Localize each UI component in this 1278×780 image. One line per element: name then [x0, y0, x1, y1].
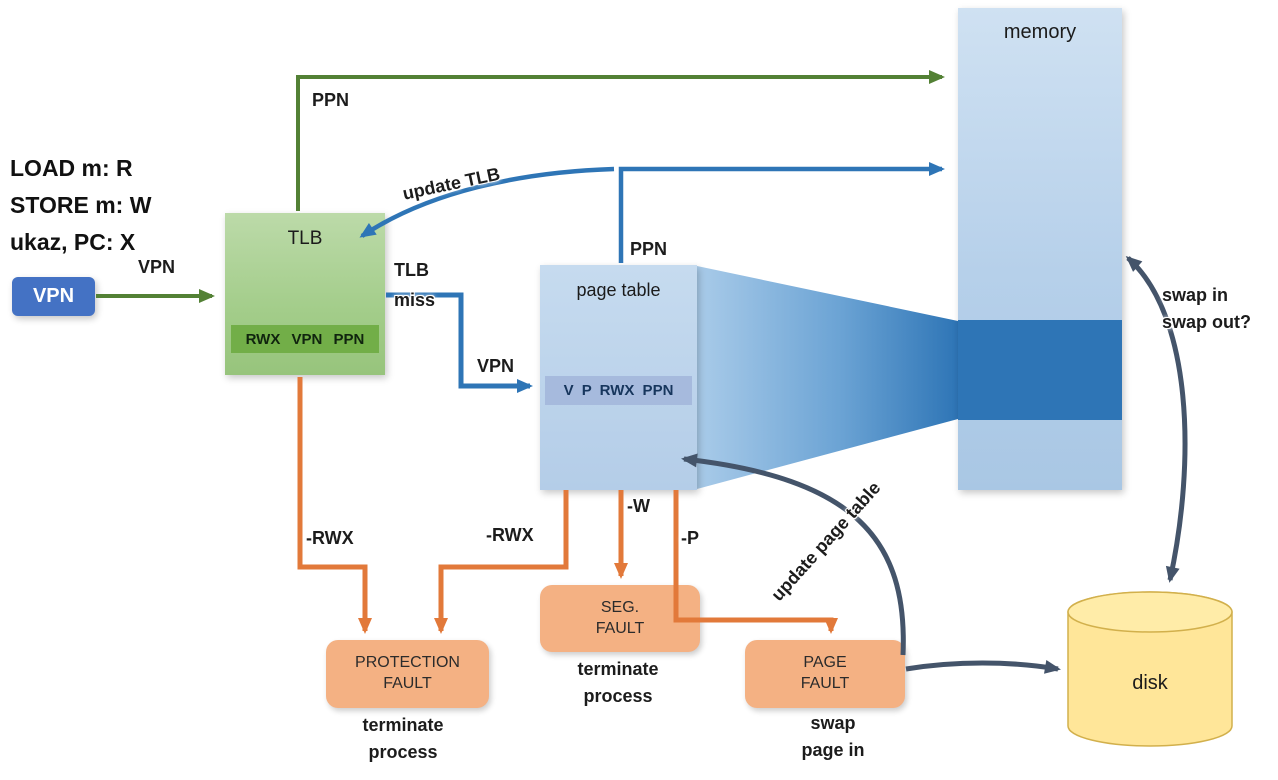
legend-text: LOAD m: R STORE m: W ukaz, PC: X: [10, 155, 152, 255]
page-fault-action: swap page in: [801, 713, 865, 760]
label-no-p: -P: [681, 528, 699, 548]
label-tlb-miss: TLB miss: [394, 260, 436, 310]
memory-frame-band: [958, 320, 1122, 420]
label-update-tlb: update TLB: [400, 163, 502, 204]
label-no-rwx-from-tlb: -RWX: [306, 528, 354, 548]
tlb-label: TLB: [287, 228, 323, 249]
arrow-tlb-ppn-to-memory: [296, 70, 945, 211]
memory-label: memory: [1003, 21, 1077, 43]
page-table-entry-row: V P RWX PPN: [545, 376, 692, 405]
page-table-label: page table: [576, 280, 661, 300]
disk-cylinder-top: [1067, 591, 1233, 633]
arrow-tlb-rwx-to-protection-fault: [297, 377, 372, 634]
arrow-pt-ppn-to-memory: [618, 162, 945, 263]
label-vpn-to-tlb: VPN: [138, 257, 176, 277]
seg-fault-box: SEG. FAULT: [540, 585, 700, 652]
protection-fault-box: PROTECTION FAULT: [326, 640, 489, 708]
label-pt-hit-ppn: PPN: [630, 239, 668, 259]
disk-cylinder-body: [1067, 591, 1233, 747]
vpn-box: VPN: [12, 277, 95, 316]
label-vpn-to-page-table: VPN: [477, 356, 515, 376]
arrow-page-fault-to-disk: [905, 659, 1061, 674]
label-update-page-table: update page table: [767, 477, 885, 605]
page-table-to-memory-funnel: [697, 266, 958, 489]
label-no-w: -W: [627, 496, 650, 516]
disk-label: disk: [1132, 672, 1168, 694]
label-swap-in-out: swap in swap out?: [1162, 285, 1251, 332]
protection-fault-action: terminate process: [362, 715, 444, 762]
tlb-box: TLB RWX VPN PPN: [225, 213, 385, 375]
label-no-rwx-from-pt: -RWX: [486, 525, 534, 545]
page-table-box: page table V P RWX PPN: [540, 265, 697, 490]
page-fault-box: PAGE FAULT: [745, 640, 905, 708]
label-tlb-hit-ppn: PPN: [312, 90, 350, 110]
tlb-entry-row: RWX VPN PPN: [231, 325, 379, 353]
memory-box: memory: [958, 8, 1122, 490]
seg-fault-action: terminate process: [577, 659, 659, 706]
